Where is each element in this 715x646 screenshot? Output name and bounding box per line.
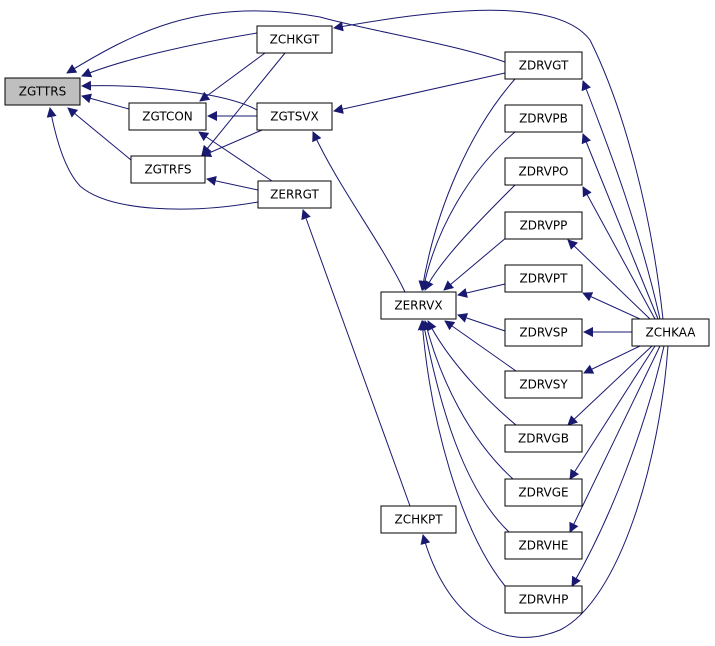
node-box (380, 505, 457, 534)
node-label: ZDRVPB (519, 112, 568, 126)
edge-zchkaa-to-zdrvpo (582, 186, 656, 320)
edge-zchkgt-to-zgttrs (81, 32, 258, 78)
node-label: ZCHKGT (270, 33, 320, 47)
edge-zerrgt-to-zgttrs (46, 107, 259, 210)
node-box (504, 211, 583, 240)
node-box (504, 318, 583, 347)
node-zdrvpt[interactable]: ZDRVPT (504, 264, 583, 293)
node-label: ZCHKAA (645, 326, 696, 340)
edge-zchkaa-to-zchkgt (333, 9, 664, 320)
node-zdrvpp[interactable]: ZDRVPP (504, 211, 583, 240)
node-label: ZDRVPT (520, 272, 569, 286)
node-box (256, 25, 333, 54)
node-label: ZERRGT (270, 188, 319, 202)
node-label: ZCHKPT (394, 513, 443, 527)
node-box (504, 585, 583, 614)
node-label: ZDRVSY (519, 378, 568, 392)
node-label: ZDRVHP (519, 593, 569, 607)
node-box (504, 104, 583, 133)
edge-zdrvpp-to-zerrvx (443, 236, 508, 291)
edge-zgtrfs-to-zgttrs (67, 107, 132, 161)
node-box (504, 531, 583, 560)
edge-zerrvx-to-zgtsvx (312, 131, 406, 293)
edge-zchkpt-to-zerrgt (301, 209, 411, 507)
node-box (504, 478, 583, 507)
node-box (504, 424, 583, 453)
edge-zdrvsp-to-zerrvx (457, 313, 506, 332)
node-box (380, 291, 457, 320)
edge-zdrvge-to-zerrvx (422, 320, 514, 480)
edge-zdrvhe-to-zerrvx (419, 320, 510, 533)
node-zdrvpb[interactable]: ZDRVPB (504, 104, 583, 133)
node-zdrvhp[interactable]: ZDRVHP (504, 585, 583, 614)
edge-zchkaa-to-zdrvgb (567, 345, 653, 426)
node-label: ZDRVGB (518, 432, 569, 446)
node-zchkgt[interactable]: ZCHKGT (256, 25, 333, 54)
edge-zchkaa-to-zdrvhe (569, 345, 661, 533)
node-box (256, 102, 333, 131)
node-zdrvpo[interactable]: ZDRVPO (504, 157, 583, 186)
node-label: ZGTTRS (19, 85, 67, 99)
edge-zchkgt-to-zgtcon (199, 52, 266, 102)
edge-zdrvgb-to-zerrvx (427, 320, 517, 426)
edge-zchkaa-to-zdrvpt (582, 292, 641, 320)
node-box (631, 318, 710, 347)
edge-zdrvpt-to-zerrvx (457, 283, 506, 298)
node-label: ZGTCON (142, 110, 193, 124)
node-zerrgt[interactable]: ZERRGT (257, 180, 332, 209)
edge-zchkaa-to-zdrvpp (567, 239, 651, 320)
edges-layer (46, 9, 669, 638)
edge-zchkaa-to-zdrvge (569, 345, 656, 480)
edge-zdrvgt-to-zerrvx (418, 78, 516, 291)
edge-zgtcon-to-zgttrs (81, 93, 130, 110)
node-zgtrfs[interactable]: ZGTRFS (130, 155, 206, 184)
node-box (4, 77, 81, 106)
edge-zerrgt-to-zgtrfs (206, 176, 259, 191)
node-zdrvhe[interactable]: ZDRVHE (504, 531, 583, 560)
node-zchkpt[interactable]: ZCHKPT (380, 505, 457, 534)
node-label: ZGTSVX (270, 110, 318, 124)
edge-zchkaa-to-zdrvhp (571, 345, 665, 587)
edge-zdrvhp-to-zerrvx (417, 320, 506, 587)
edge-zchkaa-to-zdrvpb (581, 133, 659, 320)
node-zgtcon[interactable]: ZGTCON (128, 102, 207, 131)
node-label: ZDRVHE (519, 539, 569, 553)
edge-zchkaa-to-zdrvgt (581, 80, 661, 320)
edge-zchkaa-to-zchkpt (420, 345, 669, 638)
node-box (504, 264, 583, 293)
node-label: ZDRVPP (520, 219, 568, 233)
node-zdrvgt[interactable]: ZDRVGT (504, 51, 583, 80)
edge-zgtsvx-to-zgtrfs (201, 129, 263, 158)
nodes-layer: ZGTTRS ZCHKGT ZGTCON ZGTSVX ZGTRFS ZERRGT ZERR… (4, 25, 710, 614)
node-zdrvge[interactable]: ZDRVGE (504, 478, 583, 507)
node-box (128, 102, 207, 131)
edge-zdrvpo-to-zerrvx (424, 184, 516, 291)
node-zdrvsp[interactable]: ZDRVSP (504, 318, 583, 347)
edge-zdrvgt-to-zgtsvx (333, 72, 506, 114)
node-label: ZDRVSP (519, 326, 567, 340)
node-zerrvx[interactable]: ZERRVX (380, 291, 457, 320)
node-label: ZDRVGT (519, 59, 569, 73)
edge-zdrvpb-to-zerrvx (419, 131, 516, 291)
edge-zchkaa-to-zdrvsy (583, 345, 641, 374)
node-box (257, 180, 332, 209)
node-zgtsvx[interactable]: ZGTSVX (256, 102, 333, 131)
node-box (504, 157, 583, 186)
node-label: ZGTRFS (144, 163, 191, 177)
node-label: ZDRVGE (518, 486, 568, 500)
edge-zchkgt-to-zgtrfs (201, 52, 286, 156)
node-box (504, 370, 583, 399)
node-zgttrs[interactable]: ZGTTRS (4, 77, 81, 106)
node-box (130, 155, 206, 184)
node-box (504, 51, 583, 80)
edge-zdrvgt-to-zgttrs (66, 10, 506, 74)
edge-zdrvsy-to-zerrvx (444, 320, 517, 372)
node-zdrvsy[interactable]: ZDRVSY (504, 370, 583, 399)
node-label: ZDRVPO (518, 165, 568, 179)
node-zchkaa[interactable]: ZCHKAA (631, 318, 710, 347)
node-zdrvgb[interactable]: ZDRVGB (504, 424, 583, 453)
node-label: ZERRVX (394, 299, 442, 313)
edge-zerrgt-to-zgtcon (198, 131, 273, 182)
